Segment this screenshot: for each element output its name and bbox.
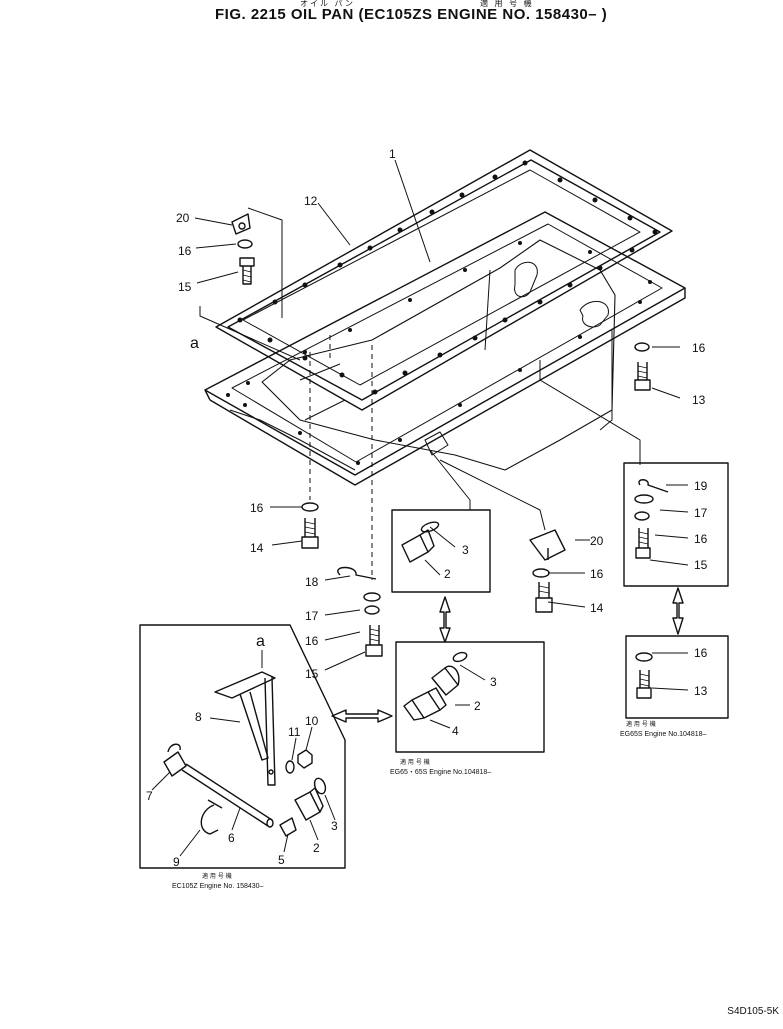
bolt-14-mid xyxy=(535,582,553,613)
callout-9: 9 xyxy=(173,855,180,869)
link-arrow-vertical-center xyxy=(439,596,451,643)
washer-16-mid2 xyxy=(532,568,550,578)
callout-12: 12 xyxy=(304,194,318,208)
callout-17-box: 17 xyxy=(694,506,708,520)
callout-16: 16 xyxy=(178,244,192,258)
bolt-15-upper xyxy=(239,257,255,285)
washer-17b xyxy=(634,494,654,504)
bolt-13b xyxy=(636,670,652,699)
note-box3-jp: 適 用 号 機 xyxy=(202,872,232,880)
leader-lines xyxy=(194,159,689,729)
callout-1: 1 xyxy=(389,147,396,161)
note-box1-jp: 適 用 号 機 xyxy=(400,758,430,766)
japanese-title-label: オイル パン xyxy=(300,0,355,8)
washer-16-right xyxy=(634,342,650,352)
detail-leaders xyxy=(151,717,336,857)
clip-18 xyxy=(337,566,377,580)
callout-16-right: 16 xyxy=(692,341,706,355)
washer-16-left xyxy=(301,502,319,512)
callout-16-lowbox: 16 xyxy=(694,646,708,660)
callout-4: 4 xyxy=(452,724,459,738)
callout-3-box: 3 xyxy=(462,543,469,557)
callout-2-box: 2 xyxy=(444,567,451,581)
callout-14-mid: 14 xyxy=(590,601,604,615)
callout-7: 7 xyxy=(146,789,153,803)
clip-19 xyxy=(638,479,669,493)
callout-20-mid: 20 xyxy=(590,534,604,548)
note-box2: EG65S Engine No.104818– xyxy=(620,731,707,738)
note-box1: EG65・65S Engine No.104818– xyxy=(390,769,491,776)
callout-16-chain: 16 xyxy=(305,634,319,648)
figure-title: FIG. 2215 OIL PAN (EC105ZS ENGINE NO. 15… xyxy=(215,6,608,23)
callout-3-assembly: 3 xyxy=(490,675,497,689)
washer-16-upper xyxy=(237,239,253,249)
drain-pipe-6 xyxy=(181,763,274,828)
callout-11: 11 xyxy=(288,725,301,739)
callout-3-detail: 3 xyxy=(331,819,338,833)
callout-15-box: 15 xyxy=(694,558,708,572)
callout-18: 18 xyxy=(305,575,319,589)
drain-plug-box xyxy=(391,509,491,593)
ref-a-detail: a xyxy=(256,633,265,650)
right-lower-box xyxy=(625,635,729,719)
japanese-applicability-label: 適 用 号 機 xyxy=(480,0,534,8)
callout-17: 17 xyxy=(305,609,319,623)
o-ring-3 xyxy=(420,521,440,533)
callout-19: 19 xyxy=(694,479,708,493)
fuel-drain-detail-box xyxy=(139,624,346,869)
drain-plug-2 xyxy=(401,529,435,563)
drain-cock-7 xyxy=(163,743,187,777)
bracket-20-mid xyxy=(529,529,566,561)
drawing-code: S4D105-5K xyxy=(727,1006,779,1017)
washer-16-mid xyxy=(364,605,380,615)
callout-5: 5 xyxy=(278,853,285,867)
bolt-13-right xyxy=(634,362,651,391)
bolt-15-mid xyxy=(365,625,383,657)
right-bolt-box xyxy=(623,462,729,587)
bracket-8 xyxy=(214,671,276,786)
callout-15: 15 xyxy=(178,280,192,294)
washer-17 xyxy=(363,592,381,602)
link-arrow-vertical-right xyxy=(672,587,684,635)
fitting-5 xyxy=(279,817,297,837)
callout-10: 10 xyxy=(305,714,319,728)
washer-16c xyxy=(635,652,653,662)
bracket-20-upper xyxy=(231,213,251,235)
drain-plug-assembly-box xyxy=(395,641,545,753)
callout-14-left: 14 xyxy=(250,541,264,555)
oil-pan-gasket xyxy=(215,149,673,411)
callout-13-right: 13 xyxy=(692,393,706,407)
callout-13-lowbox: 13 xyxy=(694,684,708,698)
ref-a-main: a xyxy=(190,335,199,352)
washer-16b xyxy=(634,511,650,521)
callout-2-detail: 2 xyxy=(313,841,320,855)
callout-15-chain: 15 xyxy=(305,667,319,681)
callout-6: 6 xyxy=(228,831,235,845)
callout-16-left: 16 xyxy=(250,501,264,515)
drain-plug-2b xyxy=(431,665,460,696)
bolt-15b xyxy=(635,528,651,559)
callout-8: 8 xyxy=(195,710,202,724)
o-ring-3c xyxy=(313,777,327,795)
hose-clamp-9 xyxy=(200,799,223,835)
note-box3: EC105Z Engine No. 158430– xyxy=(172,883,264,890)
link-arrow-horizontal xyxy=(331,709,393,723)
callout-2-assembly: 2 xyxy=(474,699,481,713)
washer-11 xyxy=(285,760,295,774)
bolt-14-left xyxy=(301,518,319,549)
o-ring-3b xyxy=(452,651,468,663)
note-box2-jp: 適 用 号 機 xyxy=(626,720,656,728)
oil-pan xyxy=(204,211,686,486)
callout-16-mid: 16 xyxy=(590,567,604,581)
callout-16-box: 16 xyxy=(694,532,708,546)
adapter-4 xyxy=(403,687,447,721)
hidden-lines xyxy=(309,335,373,580)
plug-2c xyxy=(294,787,324,821)
callout-20: 20 xyxy=(176,211,190,225)
nut-10 xyxy=(297,749,313,769)
